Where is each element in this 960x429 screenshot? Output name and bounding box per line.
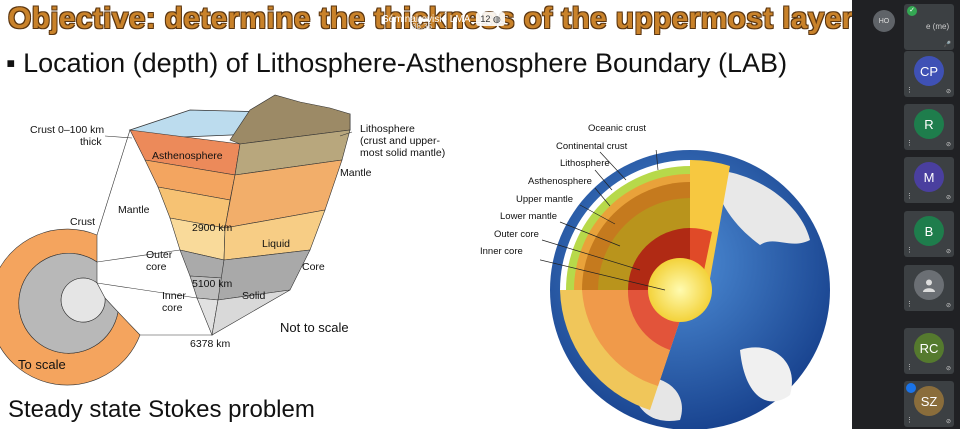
- label-to-scale: To scale: [18, 357, 66, 372]
- lithosphere-line3: most solid mantle): [360, 147, 446, 159]
- label-asthenosphere: Asthenosphere: [152, 150, 223, 162]
- more-options-icon[interactable]: ⋮: [906, 87, 913, 94]
- participant-tile-self[interactable]: ✓ e (me) 🎤: [904, 4, 954, 50]
- label-asthenosphere-globe: Asthenosphere: [528, 176, 592, 187]
- more-options-icon[interactable]: ⋮: [906, 247, 913, 254]
- label-continental-crust: Continental crust: [556, 141, 628, 152]
- label-core: Core: [302, 261, 325, 273]
- label-outer-core: Outer core: [146, 249, 172, 273]
- slide-bullet: ▪ Location (depth) of Lithosphere-Asthen…: [6, 48, 788, 78]
- outer-core-line1: Outer: [146, 249, 173, 261]
- label-inner-core: Inner core: [162, 290, 186, 314]
- leader-inner-core: [540, 259, 666, 291]
- mic-off-icon: ⊘: [945, 195, 951, 201]
- more-options-icon[interactable]: ⋮: [906, 301, 913, 308]
- inner-core-line2: core: [162, 302, 183, 314]
- leader-asthenosphere: [594, 187, 611, 207]
- inner-core: [648, 258, 712, 322]
- leader-continental-crust: [599, 151, 627, 181]
- participant-tile-anonymous[interactable]: ⋮⊘: [904, 265, 954, 311]
- label-mantle-left: Mantle: [118, 204, 150, 216]
- connector-line: [96, 129, 131, 236]
- participant-tile-b[interactable]: B ⋮ ⊘: [904, 211, 954, 257]
- shared-slide: Objective: determine the thickness of th…: [0, 0, 852, 429]
- label-not-to-scale: Not to scale: [280, 320, 349, 335]
- leader-line: [339, 131, 353, 137]
- mic-off-icon: ⊘: [945, 249, 951, 255]
- participant-tile-rc[interactable]: RC ⋮ ⊘: [904, 328, 954, 374]
- inner-core-line1: Inner: [162, 290, 186, 302]
- more-options-icon[interactable]: ⋮: [906, 193, 913, 200]
- label-crust-thickness: Crust 0–100 km thick: [30, 124, 104, 148]
- speaker-indicator-icon: ✓: [907, 6, 917, 16]
- mic-off-icon: ⊘: [945, 142, 951, 148]
- label-mantle-right: Mantle: [340, 167, 372, 179]
- label-outer-core-globe: Outer core: [494, 229, 539, 240]
- participant-tile-sz[interactable]: SZ ⋮ ⊘: [904, 381, 954, 427]
- presenter-avatar[interactable]: HO: [873, 10, 895, 32]
- label-liquid: Liquid: [262, 238, 291, 250]
- outer-core-line2: core: [146, 261, 167, 273]
- leader-oceanic-crust: [655, 150, 659, 171]
- leader-upper-mantle: [579, 204, 616, 225]
- label-upper-mantle: Upper mantle: [516, 194, 574, 205]
- to-scale-inner-core: [60, 277, 106, 323]
- mic-off-icon: ⊘: [945, 303, 951, 309]
- participant-tile-m[interactable]: M ⋮ ⊘: [904, 157, 954, 203]
- crust-thickness-line1: Crust 0–100 km: [30, 124, 105, 136]
- mic-off-icon: 🎤: [943, 42, 951, 48]
- leader-line: [104, 135, 133, 139]
- speaking-icon: [906, 383, 916, 393]
- more-options-icon[interactable]: ⋮: [906, 417, 913, 424]
- globe-cutaway-diagram: [540, 150, 830, 429]
- lithosphere-line1: Lithosphere: [360, 123, 415, 135]
- label-lithosphere: Lithosphere (crust and upper- most solid…: [360, 123, 445, 159]
- lithosphere-line2: (crust and upper-: [360, 135, 440, 147]
- leader-outer-core: [541, 239, 641, 271]
- crust-thickness-line2: thick: [80, 136, 102, 148]
- continent: [710, 170, 810, 245]
- label-lower-mantle: Lower mantle: [500, 211, 558, 222]
- label-inner-core-globe: Inner core: [480, 246, 523, 257]
- participant-count-value: 12: [480, 14, 491, 24]
- leader-lithosphere: [594, 169, 613, 191]
- participant-avatar: RC: [914, 333, 944, 363]
- meeting-name: Séminairevisio LMA: [382, 13, 471, 25]
- meeting-info: Séminairevisio LMA 12 ◍: [382, 8, 505, 30]
- mic-off-icon: ⊘: [945, 419, 951, 425]
- participant-avatar: B: [914, 216, 944, 246]
- participant-tile-r[interactable]: R ⋮ ⊘: [904, 104, 954, 150]
- label-depth-5100: 5100 km: [192, 278, 233, 290]
- earth-cross-section-diagram: [0, 94, 353, 386]
- participant-avatar: R: [914, 109, 944, 139]
- label-solid: Solid: [242, 290, 266, 302]
- connector-line: [96, 249, 181, 263]
- slide-bottom-text: Steady state Stokes problem: [8, 396, 315, 423]
- continent: [740, 347, 792, 402]
- participant-count[interactable]: 12 ◍: [476, 12, 505, 26]
- person-icon: [914, 270, 944, 300]
- leader-lower-mantle: [559, 221, 621, 247]
- self-label: e (me): [926, 22, 950, 31]
- participant-avatar: CP: [914, 56, 944, 86]
- meeting-timer: 38:35: [412, 22, 433, 31]
- participant-avatar: SZ: [914, 386, 944, 416]
- more-options-icon[interactable]: ⋮: [906, 140, 913, 147]
- connector-line: [96, 282, 198, 299]
- people-icon: ◍: [492, 14, 501, 24]
- label-oceanic-crust: Oceanic crust: [588, 123, 647, 134]
- slide-title: Objective: determine the thickness of th…: [8, 2, 852, 35]
- participant-avatar: M: [914, 162, 944, 192]
- participant-tile-cp[interactable]: CP ⋮ ⊘: [904, 51, 954, 97]
- more-options-icon[interactable]: ⋮: [906, 364, 913, 371]
- label-crust: Crust: [70, 216, 96, 228]
- label-depth-2900: 2900 km: [192, 222, 233, 234]
- mic-off-icon: ⊘: [945, 366, 951, 372]
- mic-off-icon: ⊘: [945, 89, 951, 95]
- label-lithosphere-globe: Lithosphere: [560, 158, 610, 169]
- label-depth-6378: 6378 km: [190, 338, 231, 350]
- right-face-inner-core: [211, 289, 291, 336]
- bullet-text: Location (depth) of Lithosphere-Asthenos…: [23, 48, 788, 78]
